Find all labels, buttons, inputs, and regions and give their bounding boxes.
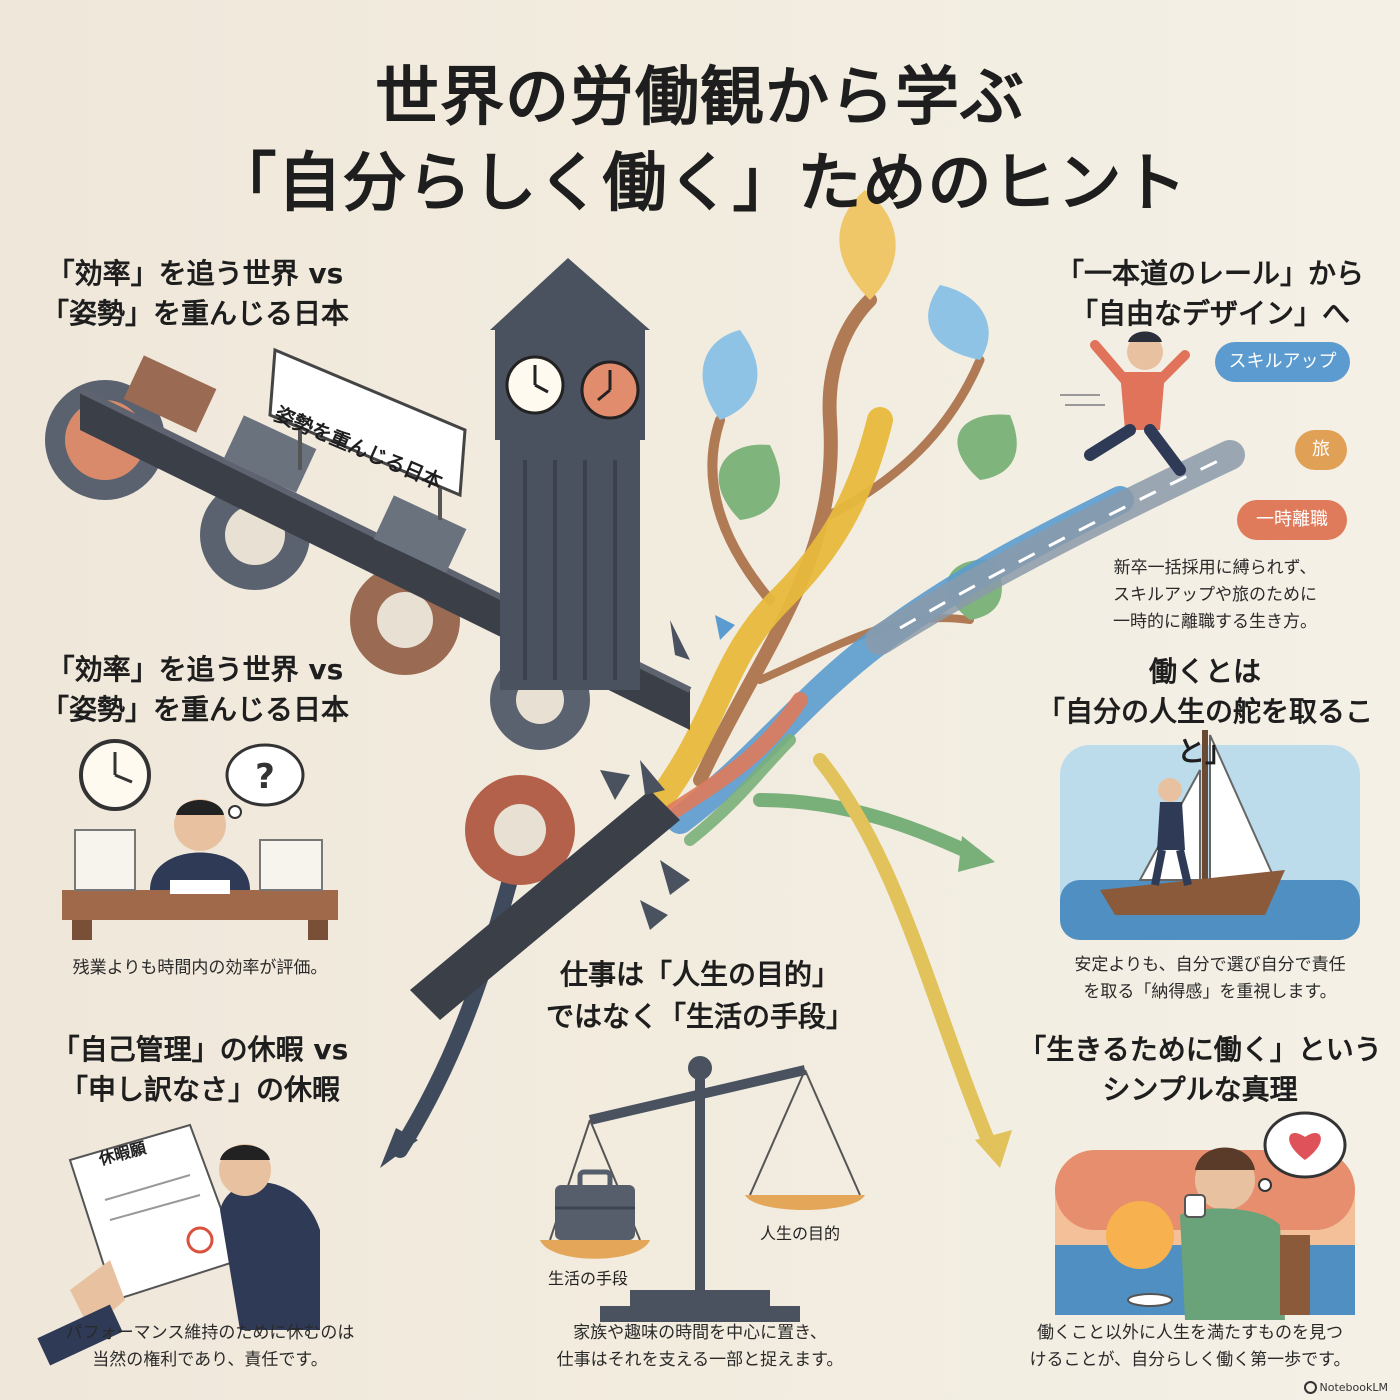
left-s3-heading-b: 「申し訳なさ」の休暇 [59,1073,340,1106]
sign-board [268,347,467,520]
right-s3-heading-a: 「生きるために働く」という [1018,1033,1382,1066]
right-s1-heading-a: 「一本道のレール」から [1055,257,1364,290]
tag-travel: 旅 [1295,430,1347,470]
right-s1-caption-a: 新卒一括採用に縛られず、 [1113,558,1317,578]
left-s2-heading-b: 「姿勢」を重んじる日本 [40,693,349,726]
right-s2-caption-a: 安定よりも、自分で選び自分で責任 [1074,955,1346,975]
bowing-worker [37,1144,320,1366]
svg-text:?: ? [255,757,275,797]
balance-scale-icon [540,1056,865,1322]
right-s1-caption-b: スキルアップや旅のために [1113,585,1317,605]
title-line-1: 世界の労働観から学ぶ [375,61,1025,135]
center-heading-a: 仕事は「人生の目的」 [559,958,840,991]
relaxing-person [1127,1147,1310,1320]
right-s3-heading-b: シンプルな真理 [1102,1073,1298,1106]
right-s3-caption-a: 働くこと以外に人生を満たすものを見つ [1037,1323,1343,1343]
clock-icon [79,739,151,811]
arrow-icon [380,753,1012,1168]
sailboat-icon [1060,730,1360,940]
leave-request-document [68,1123,242,1302]
brand-label: NotebookLM [1319,1380,1388,1394]
center-caption-b: 仕事はそれを支える一部と捉えます。 [556,1350,844,1370]
question-bubble-icon: ? [225,743,305,819]
center-caption-a: 家族や趣味の時間を中心に置き、 [573,1323,827,1343]
left-s1-heading-b: 「姿勢」を重んじる日本 [40,297,349,330]
left-s3-caption-b: 当然の権利であり、責任です。 [92,1350,328,1370]
tag-career-break: 一時離職 [1237,500,1347,540]
running-person [1060,331,1190,476]
sun-icon [1106,1201,1174,1269]
center-heading-b: ではなく「生活の手段」 [545,1000,854,1033]
right-s1-caption-c: 一時的に離職する生き方。 [1113,612,1317,632]
road-path [865,440,1245,655]
notebooklm-brand: NotebookLM [1303,1380,1388,1394]
clock-tower-icon [490,258,650,690]
scale-left-label: 生活の手段 [548,1269,629,1288]
left-s2-heading-a: 「効率」を追う世界 vs [46,653,344,686]
heart-bubble-icon [1258,1111,1347,1192]
tag-skill-up: スキルアップ [1215,342,1350,382]
left-s2-caption: 残業よりも時間内の効率が評価。 [72,958,328,978]
overworked-worker [62,799,338,940]
right-s3-caption-b: けることが、自分らしく働く第一歩です。 [1029,1350,1351,1370]
right-s2-heading-a: 働くとは [1148,655,1261,688]
briefcase-icon [555,1169,635,1240]
right-s2-heading-b: 「自分の人生の舵を取ること」 [1036,695,1373,768]
right-s2-caption-b: を取る「納得感」を重視します。 [1083,982,1337,1002]
left-s3-heading-a: 「自己管理」の休暇 vs [51,1033,349,1066]
broken-shards [600,615,735,930]
scale-right-label: 人生の目的 [760,1224,841,1243]
title-line-2: 「自分らしく働く」ためのヒント [212,147,1188,221]
left-s3-caption-a: パフォーマンス維持のために休むのは [65,1323,355,1343]
left-s1-heading-a: 「効率」を追う世界 vs [46,257,344,290]
notebooklm-icon [1303,1381,1317,1394]
right-s1-heading-b: 「自由なデザイン」へ [1069,297,1350,330]
